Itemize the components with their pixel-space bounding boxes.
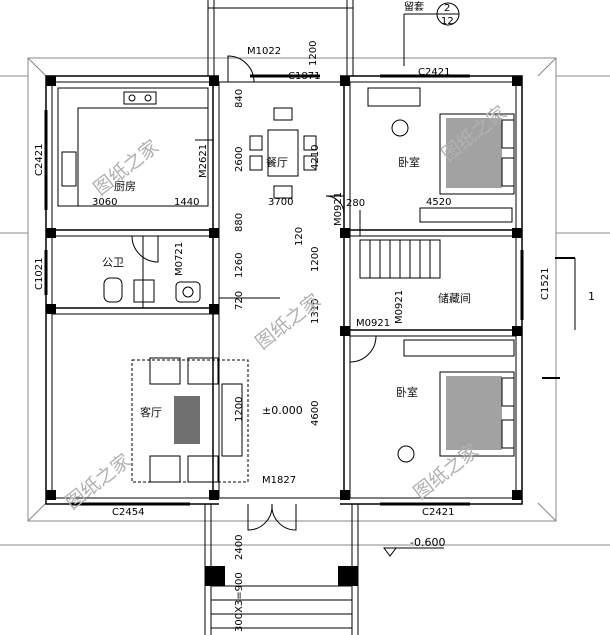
dining-table <box>249 107 317 199</box>
dim-4210: 4210 <box>310 145 321 170</box>
front-steps <box>204 502 359 635</box>
window-label-c1871: C1871 <box>288 71 320 82</box>
dim-880: 880 <box>234 213 245 232</box>
room-label-kitchen: 厨房 <box>114 180 136 193</box>
room-label-bathroom: 公卫 <box>102 256 124 269</box>
window-label-c2421-bottom: C2421 <box>422 507 454 518</box>
room-label-bedroom-bottom: 卧室 <box>396 385 418 399</box>
dim-280: 280 <box>346 198 365 209</box>
living-sofa-set <box>131 357 249 483</box>
room-label-bedroom-top: 卧室 <box>398 155 420 169</box>
elevation-outside: -0.600 <box>410 536 445 549</box>
dim-4600: 4600 <box>310 401 321 426</box>
interior-walls <box>52 82 516 498</box>
bathroom-fixtures <box>103 277 201 303</box>
door-swings <box>131 55 377 531</box>
dim-3060: 3060 <box>92 197 117 208</box>
dim-3700: 3700 <box>268 197 293 208</box>
detail-callout: 留套 2 12 <box>403 0 460 66</box>
dim-2400: 2400 <box>234 535 245 560</box>
structural-columns <box>46 76 522 586</box>
rear-porch <box>207 0 354 78</box>
bedroom-top-furniture <box>367 87 515 223</box>
dim-2600: 2600 <box>234 147 245 172</box>
bedroom-bottom-furniture <box>397 339 515 463</box>
room-label-living: 客厅 <box>140 405 162 419</box>
window-label-c1521: C1521 <box>540 268 551 300</box>
dim-720: 720 <box>234 291 245 310</box>
dim-300x3: 300X3=900 <box>234 572 245 632</box>
dim-1260: 1260 <box>234 253 245 278</box>
room-label-dining: 餐厅 <box>266 155 288 169</box>
detail-sheet: 12 <box>441 16 454 27</box>
door-label-m1827: M1827 <box>262 475 296 486</box>
axis-label: 1 <box>588 290 595 303</box>
dim-1310: 1310 <box>310 299 321 324</box>
door-label-m2621: M2621 <box>198 144 209 178</box>
window-label-c1021: C1021 <box>34 258 45 290</box>
elevation-floor: ±0.000 <box>262 404 303 417</box>
dim-4520: 4520 <box>426 197 451 208</box>
window-label-c2454: C2454 <box>112 507 144 518</box>
dim-840: 840 <box>234 89 245 108</box>
dim-1440: 1440 <box>174 197 199 208</box>
staircase <box>359 239 441 279</box>
dim-1200-mid: 1200 <box>310 247 321 272</box>
dim-1200-left: 1200 <box>234 397 245 422</box>
window-label-c2421-top: C2421 <box>418 67 450 78</box>
room-label-storage: 储藏间 <box>438 291 471 305</box>
door-label-m0921-c: M0921 <box>356 318 390 329</box>
dim-1200-top: 1200 <box>308 41 319 66</box>
roof-outline <box>0 57 610 546</box>
window-label-c2421-left: C2421 <box>34 144 45 176</box>
section-marker: 1 <box>542 257 595 379</box>
door-label-m1022: M1022 <box>247 46 281 57</box>
detail-number: 2 <box>444 3 450 14</box>
elevation-marker <box>383 547 444 557</box>
kitchen-counter <box>57 87 209 207</box>
detail-label: 留套 <box>404 0 424 13</box>
door-label-m0721: M0721 <box>174 242 185 276</box>
window-marks <box>44 74 524 506</box>
dim-120: 120 <box>294 227 305 246</box>
door-label-m0921-a: M0921 <box>333 192 344 226</box>
door-label-m0921-b: M0921 <box>394 290 405 324</box>
